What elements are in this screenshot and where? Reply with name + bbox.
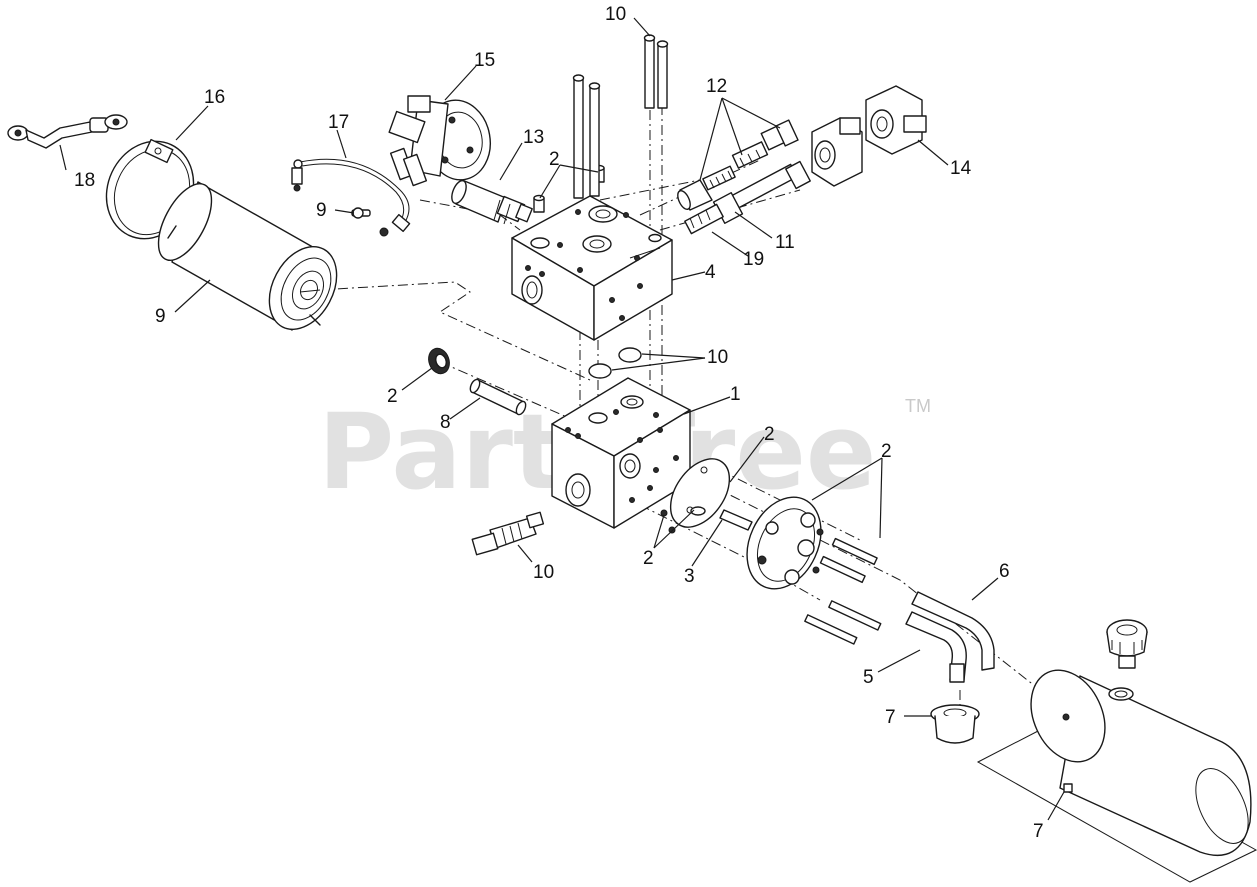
part-solenoid-coils [811,85,927,187]
callout-2-pump: 2 [881,441,892,462]
part-battery-cable [7,114,128,149]
part-o-rings [588,347,642,379]
part-bearing [428,347,450,375]
callout-2-gasket: 2 [764,424,775,445]
callout-11: 11 [775,232,795,253]
part-hose-6 [911,591,995,671]
leader-lines [59,17,1065,821]
part-relief-valve [451,179,533,225]
callout-17: 17 [328,112,349,133]
part-cartridge-valves [677,119,799,211]
part-solenoid [388,95,491,187]
callout-10-switch: 10 [533,562,554,583]
callout-labels: 10 12 15 16 17 13 2 18 14 9 11 19 4 9 10… [74,4,1044,842]
callout-14: 14 [950,158,972,179]
callout-2-bearing: 2 [387,386,398,407]
part-pump-shaft [719,509,753,531]
watermark-trademark: TM [905,396,931,416]
part-coupling-shaft [469,378,527,416]
callout-9-screw: 9 [316,200,327,221]
callout-18: 18 [74,170,95,191]
callout-7-grommet: 7 [885,707,896,728]
callout-2-top: 2 [549,149,560,170]
part-pressure-switch [471,511,545,556]
callout-2-seal: 2 [643,548,654,569]
part-long-bolts [572,34,669,199]
part-grommet [930,704,980,744]
callout-13: 13 [523,127,544,148]
callout-16: 16 [204,87,225,108]
part-filler-cap [1106,619,1148,669]
callout-9-motor: 9 [155,306,166,327]
part-valve-block-upper [511,195,673,341]
part-screw-9 [351,207,371,219]
callout-5: 5 [863,667,874,688]
callout-7-tank: 7 [1033,821,1044,842]
part-pump [746,496,824,590]
part-fitting-19 [684,203,724,235]
part-reservoir-tank [976,669,1257,883]
callout-10-orings: 10 [707,347,728,368]
callout-6: 6 [999,561,1010,582]
callout-10-top: 10 [605,4,626,25]
callout-3: 3 [684,566,695,587]
part-wire-lead [291,158,411,237]
callout-1: 1 [730,384,741,405]
callout-8: 8 [440,412,451,433]
part-pump-bolts [804,537,882,645]
callout-12: 12 [706,76,727,97]
callout-19: 19 [743,249,764,270]
callout-4: 4 [705,262,716,283]
part-hose-5 [905,611,967,683]
part-electric-motor [157,181,338,331]
part-manifold-lower [551,377,691,529]
callout-15: 15 [474,50,495,71]
